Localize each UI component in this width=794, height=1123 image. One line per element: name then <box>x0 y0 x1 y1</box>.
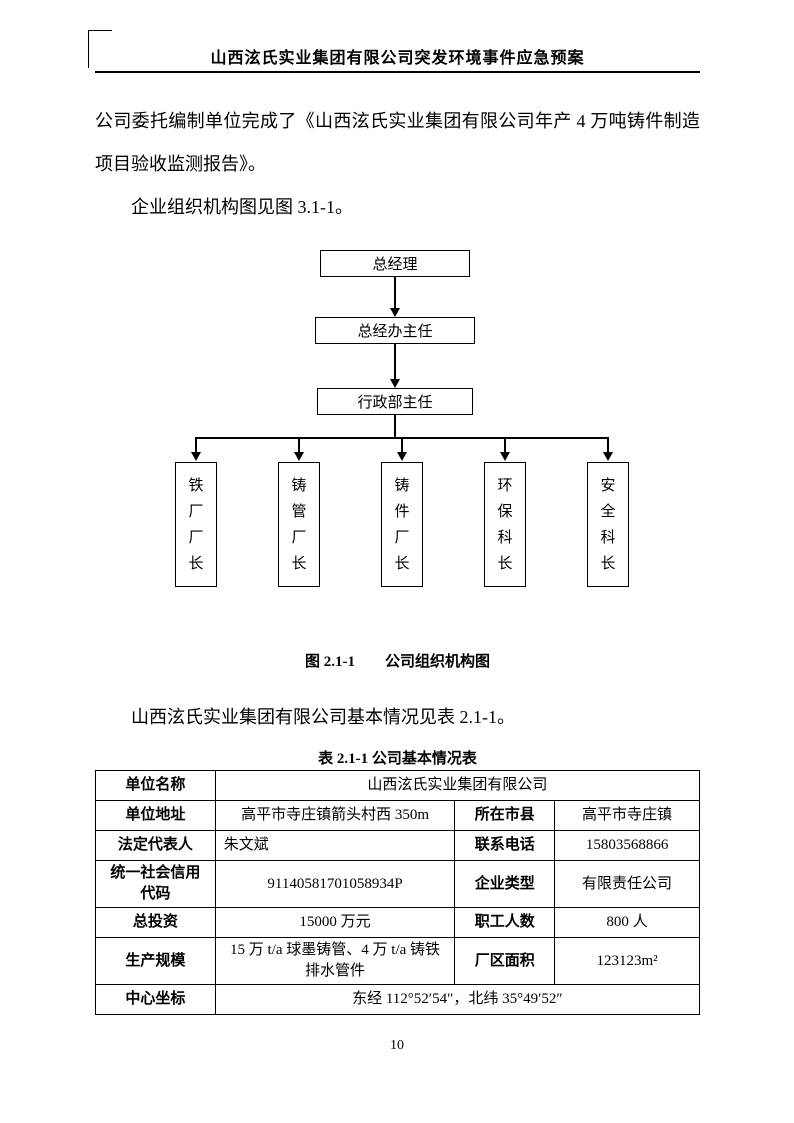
cell-value-unit-name: 山西泫氏实业集团有限公司 <box>214 770 701 801</box>
connector-line <box>298 437 300 454</box>
cell-value-legal-rep: 朱文斌 <box>214 830 456 861</box>
cell-value-staff-count: 800 人 <box>554 907 700 938</box>
org-leaf-environment-section-chief: 环保科长 <box>484 462 526 587</box>
connector-line <box>394 415 396 438</box>
org-leaf-label: 环保科长 <box>497 477 513 572</box>
cell-value-county: 高平市寺庄镇 <box>554 800 700 831</box>
cell-value-investment: 15000 万元 <box>214 907 456 938</box>
cell-label-investment: 总投资 <box>95 907 216 938</box>
cell-label-coordinates: 中心坐标 <box>95 984 216 1015</box>
org-leaf-casting-plant-director: 铸件厂长 <box>381 462 423 587</box>
cell-label-county: 所在市县 <box>454 800 556 831</box>
arrow-down-icon <box>390 308 400 317</box>
body-text: 公司委托编制单位完成了《山西泫氏实业集团有限公司年产 4 万吨铸件制造项目验收监… <box>95 100 700 229</box>
cell-label-staff-count: 职工人数 <box>454 907 556 938</box>
table-caption: 表 2.1-1 公司基本情况表 <box>318 751 477 767</box>
cell-label-credit-code: 统一社会信用代码 <box>95 860 216 908</box>
cell-value-company-type: 有限责任公司 <box>554 860 700 908</box>
cell-label-address: 单位地址 <box>95 800 216 831</box>
connector-line <box>401 437 403 454</box>
connector-line <box>607 437 609 454</box>
paragraph-report: 公司委托编制单位完成了《山西泫氏实业集团有限公司年产 4 万吨铸件制造项目验收监… <box>95 111 700 174</box>
org-node-admin-director: 行政部主任 <box>317 388 473 415</box>
cell-value-address: 高平市寺庄镇箭头村西 350m <box>214 800 456 831</box>
cell-value-production-scale: 15 万 t/a 球墨铸管、4 万 t/a 铸铁排水管件 <box>214 937 456 985</box>
table-row: 单位地址 高平市寺庄镇箭头村西 350m 所在市县 高平市寺庄镇 <box>95 800 700 831</box>
paragraph-table-ref: 山西泫氏实业集团有限公司基本情况见表 2.1-1。 <box>131 707 515 727</box>
table-row: 中心坐标 东经 112°52′54″，北纬 35°49′52″ <box>95 984 701 1015</box>
cell-label-legal-rep: 法定代表人 <box>95 830 216 861</box>
org-node-general-manager: 总经理 <box>320 250 470 277</box>
text-boundary-corner-mark <box>88 30 112 31</box>
cell-label-phone: 联系电话 <box>454 830 556 861</box>
org-leaf-label: 铸件厂长 <box>394 477 410 572</box>
cell-value-credit-code: 91140581701058934P <box>214 860 456 908</box>
table-row: 统一社会信用代码 91140581701058934P 企业类型 有限责任公司 <box>95 860 700 908</box>
arrow-down-icon <box>500 452 510 461</box>
connector-line <box>394 344 396 381</box>
table-row: 法定代表人 朱文斌 联系电话 15803568866 <box>95 830 700 861</box>
cell-value-phone: 15803568866 <box>554 830 700 861</box>
org-leaf-pipe-plant-director: 铸管厂长 <box>278 462 320 587</box>
table-row: 总投资 15000 万元 职工人数 800 人 <box>95 907 700 938</box>
header-divider <box>95 71 700 73</box>
paragraph-org-ref: 企业组织机构图见图 3.1-1。 <box>131 197 353 217</box>
connector-line <box>504 437 506 454</box>
cell-label-company-type: 企业类型 <box>454 860 556 908</box>
page-header-title: 山西泫氏实业集团有限公司突发环境事件应急预案 <box>210 50 585 67</box>
cell-value-coordinates: 东经 112°52′54″，北纬 35°49′52″ <box>214 984 701 1015</box>
org-leaf-iron-plant-director: 铁厂厂长 <box>175 462 217 587</box>
arrow-down-icon <box>191 452 201 461</box>
cell-label-unit-name: 单位名称 <box>95 770 216 801</box>
company-info-table: 单位名称 山西泫氏实业集团有限公司 单位地址 高平市寺庄镇箭头村西 350m 所… <box>95 770 701 1015</box>
figure-caption: 图 2.1-1 公司组织机构图 <box>305 654 490 670</box>
text-boundary-corner-mark <box>88 30 89 68</box>
arrow-down-icon <box>390 379 400 388</box>
arrow-down-icon <box>397 452 407 461</box>
org-leaf-safety-section-chief: 安全科长 <box>587 462 629 587</box>
table-row: 生产规模 15 万 t/a 球墨铸管、4 万 t/a 铸铁排水管件 厂区面积 1… <box>95 937 700 985</box>
page-number: 10 <box>390 1038 404 1053</box>
arrow-down-icon <box>603 452 613 461</box>
org-leaf-label: 铁厂厂长 <box>188 477 204 572</box>
org-node-office-director: 总经办主任 <box>315 317 475 344</box>
connector-line <box>394 277 396 310</box>
org-leaf-label: 铸管厂长 <box>291 477 307 572</box>
arrow-down-icon <box>294 452 304 461</box>
org-leaf-label: 安全科长 <box>600 477 616 572</box>
cell-label-production-scale: 生产规模 <box>95 937 216 985</box>
organization-chart: 总经理 总经办主任 行政部主任 铁厂厂长 铸管厂长 铸件厂长 <box>95 240 700 600</box>
table-row: 单位名称 山西泫氏实业集团有限公司 <box>95 770 701 801</box>
connector-line <box>195 437 197 454</box>
cell-value-area: 123123m² <box>554 937 700 985</box>
cell-label-area: 厂区面积 <box>454 937 556 985</box>
